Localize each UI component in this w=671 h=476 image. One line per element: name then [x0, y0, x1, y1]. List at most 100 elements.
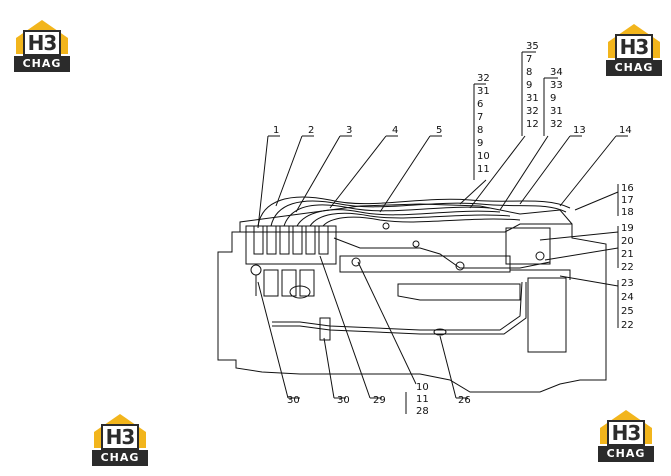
callout-label: 31	[477, 86, 490, 97]
leader-line	[574, 191, 619, 211]
callout-label: 18	[621, 207, 634, 218]
leader-line	[323, 337, 346, 399]
leader-line	[379, 135, 442, 213]
callout-label: 13	[573, 125, 586, 136]
leader-line	[519, 135, 582, 205]
brand-logo-bottom-left: H3 CHAG	[92, 412, 148, 466]
leader-line	[544, 247, 619, 261]
pump-lower-section	[281, 269, 297, 297]
leader-line	[319, 255, 382, 399]
filter-bracket	[510, 269, 571, 280]
crankcase-cover	[397, 283, 521, 301]
callout-label: 25	[621, 306, 634, 317]
callout-label: 32	[550, 119, 563, 130]
callout-label: 1	[273, 125, 279, 136]
callout-label: 32	[477, 73, 490, 84]
bolt	[351, 257, 361, 267]
logo-tag: CHAG	[598, 446, 654, 462]
callout-label: 22	[621, 320, 634, 331]
clamp	[433, 328, 447, 336]
callout-label: 31	[526, 93, 539, 104]
supply-line	[272, 281, 523, 331]
pump-lower-section	[263, 269, 279, 297]
callout-label: 19	[621, 223, 634, 234]
intake-manifold	[339, 255, 511, 273]
callout-label: 9	[550, 93, 556, 104]
bolt	[382, 222, 390, 230]
callout-label: 16	[621, 183, 634, 194]
callout-label: 23	[621, 278, 634, 289]
fuel-line	[257, 196, 571, 227]
callout-label: 7	[526, 54, 532, 65]
bolt	[412, 240, 420, 248]
callout-label: 31	[550, 106, 563, 117]
fuel-filter	[527, 277, 567, 353]
callout-label: 30	[337, 395, 350, 406]
callout-label: 17	[621, 195, 634, 206]
callout-label: 12	[526, 119, 539, 130]
callout-label: 26	[458, 395, 471, 406]
leader-line	[459, 179, 487, 205]
injector	[253, 225, 264, 255]
logo-tag: CHAG	[606, 60, 662, 76]
supply-line	[272, 282, 527, 335]
callout-label: 11	[416, 394, 429, 405]
fuel-line	[309, 212, 511, 227]
logo-tag: CHAG	[14, 56, 70, 72]
callout-label: 34	[550, 67, 563, 78]
callout-label: 4	[392, 125, 398, 136]
callout-label: 8	[526, 67, 532, 78]
stack-bracket	[473, 83, 486, 180]
injector	[305, 225, 316, 255]
callout-label: 10	[477, 151, 490, 162]
engine-block-outline	[217, 223, 607, 393]
leader-line	[295, 135, 352, 213]
fuel-line	[283, 204, 491, 227]
callout-label: 33	[550, 80, 563, 91]
callout-label: 10	[416, 382, 429, 393]
injector	[318, 225, 329, 255]
logo-mark: H3	[101, 424, 139, 450]
logo-mark: H3	[607, 420, 645, 446]
leader-line	[499, 135, 549, 211]
injector	[266, 225, 277, 255]
leader-line	[329, 135, 398, 209]
callout-label: 9	[477, 138, 483, 149]
callout-label: 32	[526, 106, 539, 117]
leader-line	[559, 135, 628, 207]
return-line	[333, 237, 551, 269]
fuel-line	[322, 216, 521, 227]
callout-label: 11	[477, 164, 490, 175]
callout-label: 14	[619, 125, 632, 136]
pump-lower-section	[299, 269, 315, 297]
injector	[292, 225, 303, 255]
callout-label: 6	[477, 99, 483, 110]
logo-mark: H3	[23, 30, 61, 56]
brand-logo-top-left: H3 CHAG	[14, 18, 70, 72]
callout-label: 8	[477, 125, 483, 136]
leader-line	[469, 135, 526, 209]
callout-label: 5	[436, 125, 442, 136]
brand-logo-top-right: H3 CHAG	[606, 22, 662, 76]
logo-tag: CHAG	[92, 450, 148, 466]
filter-head	[505, 227, 551, 265]
callout-label: 24	[621, 292, 634, 303]
callout-label: 30	[287, 395, 300, 406]
stack-bracket	[521, 51, 536, 136]
bolt	[535, 251, 545, 261]
brand-logo-bottom-right: H3 CHAG	[598, 408, 654, 462]
fuel-line	[296, 209, 501, 227]
callout-label: 35	[526, 41, 539, 52]
pump-cover	[289, 285, 311, 299]
logo-mark: H3	[615, 34, 653, 60]
callout-label: 20	[621, 236, 634, 247]
bolt	[250, 264, 262, 276]
fuel-line	[270, 200, 567, 227]
callout-label: 7	[477, 112, 483, 123]
stack-bracket	[543, 77, 558, 136]
bolt	[455, 261, 465, 271]
callout-label: 29	[373, 395, 386, 406]
callout-label: 2	[308, 125, 314, 136]
